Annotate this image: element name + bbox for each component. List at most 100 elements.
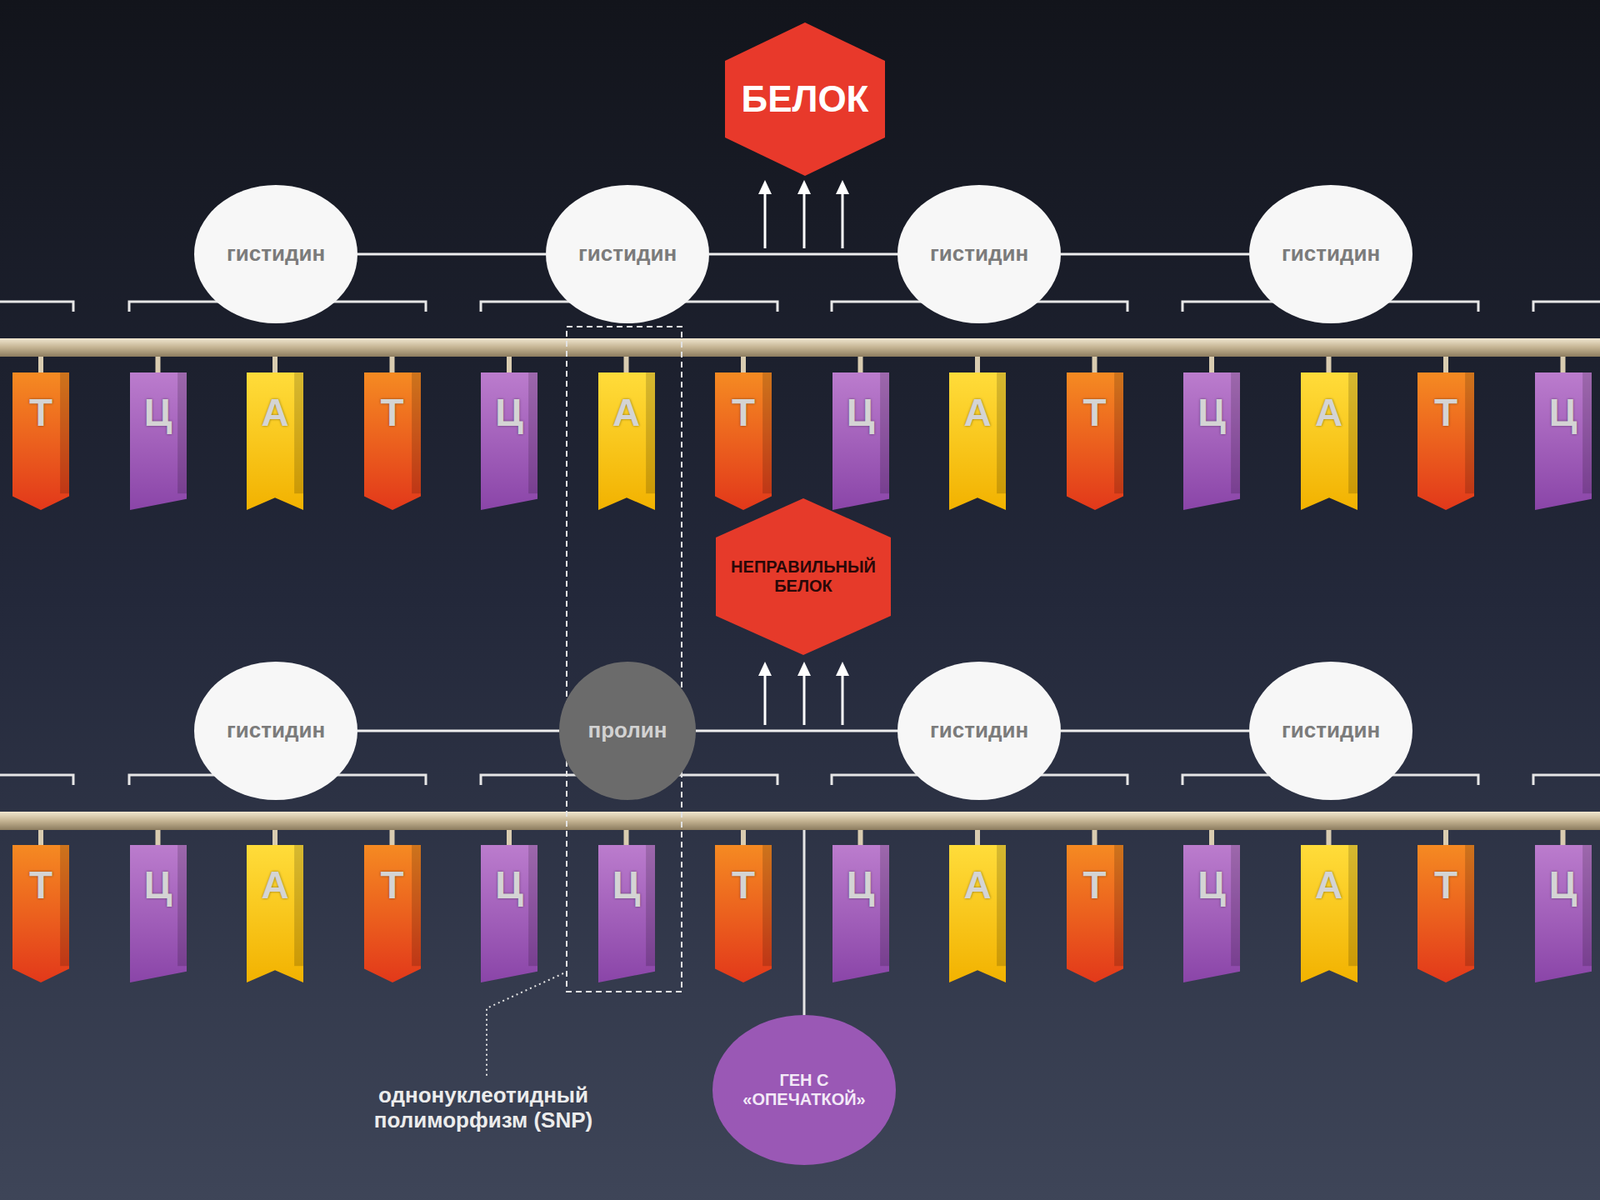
- flag-fill: [12, 845, 70, 983]
- arrow-head: [835, 661, 850, 676]
- protein-hexagon: БЕЛОК: [725, 22, 885, 176]
- text-area: гистидин: [194, 185, 358, 324]
- amino-acid-ellipse: гистидин: [897, 185, 1061, 324]
- flag-shade: [762, 372, 772, 494]
- text-area: Т: [715, 845, 772, 925]
- arrow-head: [758, 180, 772, 195]
- nucleotide-flag: Ц: [480, 372, 538, 510]
- nucleotide-flag: Ц: [832, 845, 890, 983]
- nucleotide-flag: А: [246, 372, 304, 510]
- arrow-shaft: [803, 191, 806, 249]
- flag-shade: [411, 845, 421, 966]
- node-text: гистидин: [930, 718, 1029, 744]
- text-area: Т: [1066, 372, 1124, 453]
- chain-link: [1060, 253, 1250, 256]
- chain-link: [357, 730, 560, 733]
- nucleotide-flag: А: [949, 372, 1006, 510]
- text-area: гистидин: [897, 661, 1061, 800]
- amino-acid-ellipse: гистидин: [1249, 185, 1413, 324]
- nucleotide-flag: Т: [715, 845, 772, 983]
- flag-pins: [38, 354, 1566, 849]
- node-text: А: [963, 865, 991, 905]
- node-text: Т: [1082, 393, 1106, 432]
- node-text: Ц: [144, 865, 173, 905]
- flag-shade: [1348, 372, 1358, 494]
- text-area: Ц: [832, 845, 890, 925]
- arrow-shaft: [764, 191, 767, 249]
- flag-shade: [1230, 845, 1240, 966]
- arrow-shaft: [841, 191, 845, 249]
- amino-acid-ellipse: пролин: [559, 661, 696, 800]
- text-area: ГЕН С «ОПЕЧАТКОЙ»: [712, 1015, 896, 1165]
- flag-shade: [1114, 845, 1124, 966]
- arrow-head: [797, 180, 811, 195]
- wrong-protein-hexagon: НЕПРАВИЛЬНЫЙ БЕЛОК: [715, 498, 891, 655]
- flag-fill: [1417, 845, 1475, 983]
- text-area: Ц: [832, 372, 890, 453]
- nucleotide-flag: Т: [364, 372, 421, 510]
- flag-fill: [832, 845, 890, 983]
- nucleotide-flag: Т: [12, 372, 70, 510]
- nucleotide-flag: Т: [1066, 372, 1124, 510]
- flag-shade: [1582, 845, 1592, 966]
- flag-shade: [996, 845, 1006, 966]
- text-area: Ц: [130, 372, 187, 453]
- flag-fill: [364, 845, 421, 983]
- text-area: Ц: [130, 845, 187, 925]
- flag-shade: [1114, 372, 1124, 494]
- flag-shade: [645, 372, 655, 494]
- nucleotide-flag: Ц: [480, 845, 538, 983]
- nucleotide-flag: Ц: [1535, 372, 1592, 510]
- flag-fill: [1066, 845, 1124, 983]
- flag-fill: [949, 845, 1006, 983]
- ellipse-fill: [194, 661, 358, 800]
- ellipse-fill: [1249, 185, 1413, 324]
- node-text: Т: [380, 393, 404, 432]
- node-text: Т: [1434, 393, 1458, 432]
- node-text: Ц: [612, 865, 641, 905]
- node-text: ГЕН С «ОПЕЧАТКОЙ»: [729, 1070, 880, 1110]
- node-text: А: [1315, 865, 1343, 905]
- node-text: Т: [380, 865, 404, 905]
- node-text: Ц: [1197, 865, 1226, 905]
- flag-shade: [645, 845, 655, 966]
- nucleotide-flag: Ц: [130, 845, 187, 983]
- arrow-head: [835, 180, 850, 195]
- node-text: Т: [1434, 865, 1458, 905]
- text-area: Ц: [598, 845, 655, 925]
- ellipse-fill: [897, 185, 1061, 324]
- nucleotide-flag: Т: [364, 845, 421, 983]
- text-area: Т: [364, 845, 421, 925]
- text-area: А: [246, 372, 304, 453]
- text-area: Ц: [480, 372, 538, 453]
- ellipse-fill: [1249, 661, 1413, 800]
- node-text: Т: [731, 865, 755, 905]
- text-area: А: [246, 845, 304, 925]
- nucleotide-flag: Ц: [1535, 845, 1592, 983]
- node-text: БЕЛОК: [741, 78, 870, 121]
- node-text: А: [612, 393, 640, 432]
- node-text: А: [963, 393, 991, 432]
- chain-link: [1060, 730, 1250, 733]
- text-area: Т: [1417, 372, 1475, 453]
- flag-shade: [528, 845, 538, 966]
- flag-shade: [294, 845, 304, 966]
- amino-acid-ellipse: гистидин: [1249, 661, 1413, 800]
- flag-fill: [949, 372, 1006, 510]
- amino-acid-ellipse: гистидин: [897, 661, 1061, 800]
- node-text: Ц: [846, 865, 875, 905]
- flag-fill: [480, 372, 538, 510]
- flag-fill: [598, 372, 655, 510]
- text-area: гистидин: [1249, 185, 1413, 324]
- nucleotide-flag: Ц: [598, 845, 655, 983]
- flag-fill: [130, 372, 187, 510]
- flag-fill: [364, 372, 421, 510]
- flag-shade: [1465, 372, 1475, 494]
- nucleotide-flag: А: [1300, 372, 1358, 510]
- ellipse-fill: [897, 661, 1061, 800]
- flag-shade: [411, 372, 421, 494]
- nucleotide-flag: Ц: [1183, 372, 1240, 510]
- arrow-shaft: [803, 673, 806, 725]
- flag-fill: [1066, 372, 1124, 510]
